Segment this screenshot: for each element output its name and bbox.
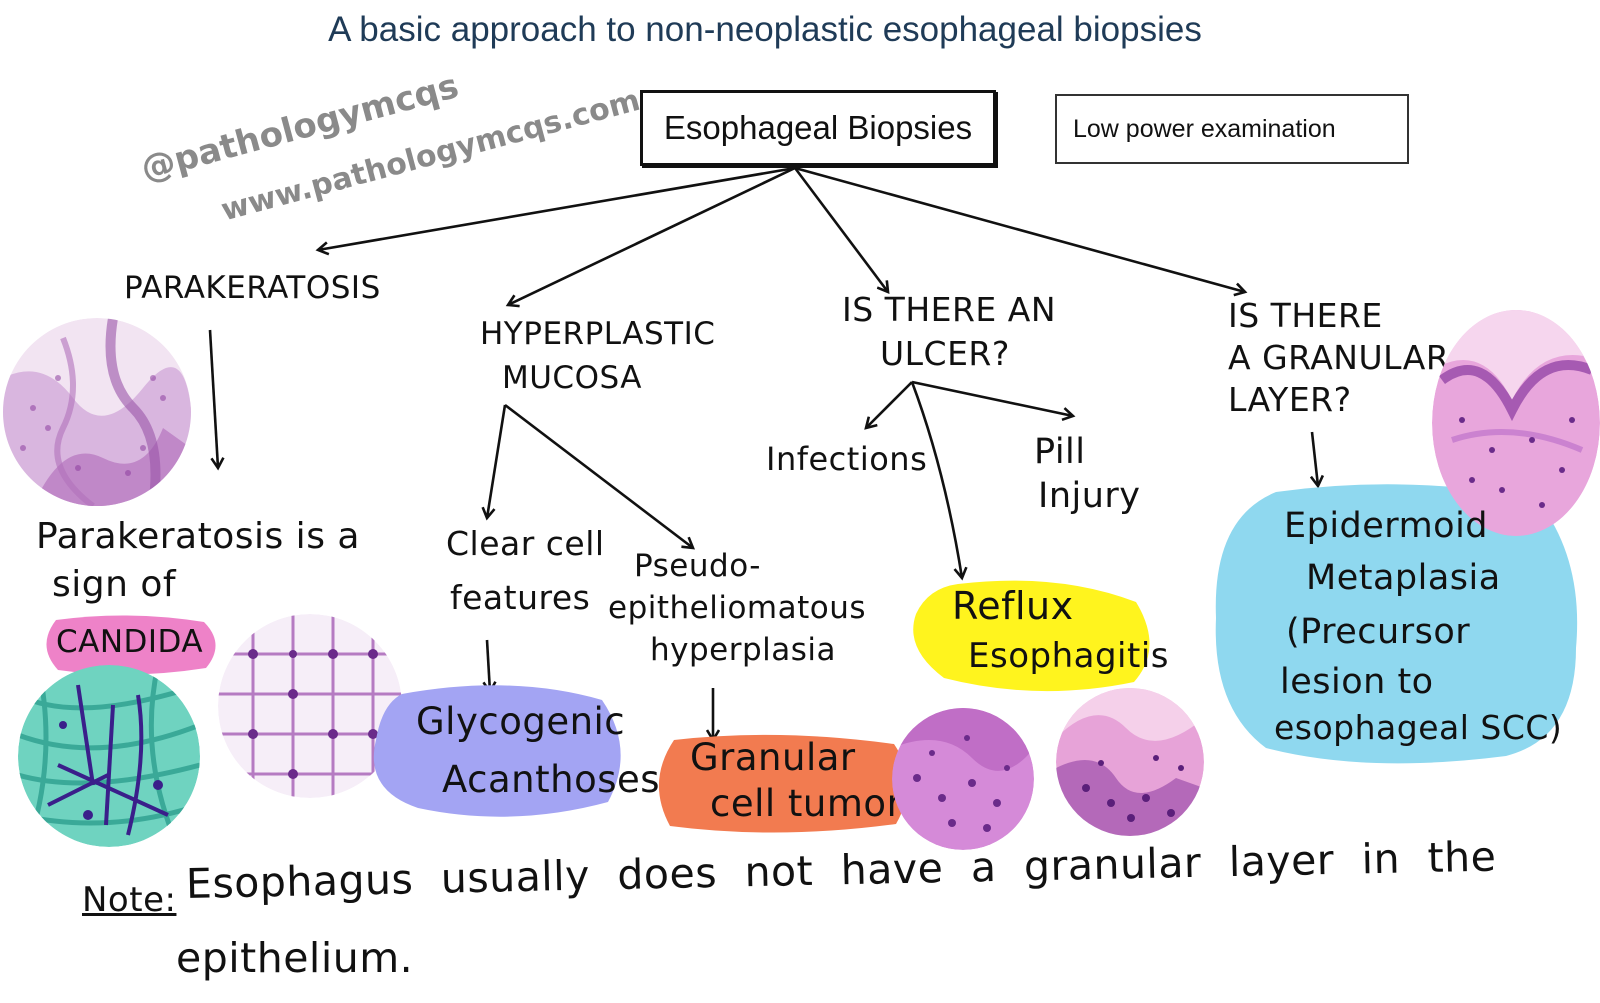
note-text-line2: epithelium. (176, 934, 414, 982)
diagram-title: A basic approach to non-neoplastic esoph… (328, 10, 1202, 49)
epidermoid-line4: lesion to (1280, 662, 1434, 702)
infections-label: Infections (766, 440, 928, 478)
pill-injury-line1: Pill (1034, 432, 1086, 472)
arrow-root-to-ulcer (793, 167, 888, 292)
reflux-esophagitis-blob (913, 580, 1150, 692)
glycogenic-blob (373, 685, 621, 817)
pseudo-line1: Pseudo- (634, 548, 761, 584)
granular-layer-label-line1: IS THERE (1228, 296, 1383, 335)
pseudo-line2: epitheliomatous (608, 590, 867, 626)
arrow-hyperplastic-to-pseudo (504, 403, 693, 548)
pseudo-line3: hyperplasia (650, 632, 837, 668)
arrow-root-to-parakeratosis (318, 166, 796, 250)
clear-cell-line2: features (450, 578, 591, 617)
granular-cell-histology-image (892, 708, 1034, 850)
arrow-root-to-granular-layer (794, 166, 1245, 292)
epidermoid-line2: Metaplasia (1306, 558, 1501, 598)
epidermoid-line5: esophageal SCC) (1274, 708, 1563, 747)
reflux-histology-image (1056, 688, 1204, 836)
granular-layer-histology-drawing (1432, 310, 1600, 536)
epidermoid-metaplasia-blob (1215, 484, 1578, 764)
parakeratosis-histology-image (3, 318, 191, 506)
root-node-label: Esophageal Biopsies (663, 109, 973, 146)
candida-label: CANDIDA (56, 624, 204, 660)
ulcer-label-line1: IS THERE AN (842, 290, 1057, 329)
epidermoid-line1: Epidermoid (1284, 506, 1489, 546)
parakeratosis-label: PARAKERATOSIS (124, 270, 381, 306)
arrow-clear-to-glyco (487, 639, 490, 692)
candida-histology-drawing (18, 665, 200, 847)
arrow-root-to-hyperplastic (508, 166, 796, 305)
hyperplastic-label-line2: MUCOSA (502, 360, 642, 396)
glycogenic-line2: Acanthoses (442, 758, 661, 801)
granular-cell-tumor-line1: Granular (690, 736, 856, 779)
arrow-hyperplastic-to-clear (487, 404, 507, 518)
candida-blob (46, 615, 216, 675)
parakeratosis-histology-drawing (3, 318, 191, 506)
low-power-label: Low power examination (1073, 114, 1336, 143)
hyperplastic-label-line1: HYPERPLASTIC (480, 316, 716, 352)
arrow-parakeratosis-down (208, 329, 218, 468)
root-node-box: Esophageal Biopsies (640, 90, 996, 166)
parakeratosis-sign-line2: sign of (52, 564, 177, 605)
arrow-ulcer-to-reflux (910, 381, 962, 578)
low-power-box: Low power examination (1055, 94, 1409, 164)
ulcer-label-line2: ULCER? (880, 334, 1010, 373)
arrow-ulcer-to-pill (911, 380, 1073, 416)
clear-cell-histology-image (218, 614, 402, 798)
pill-injury-line2: Injury (1038, 476, 1141, 516)
reflux-line2: Esophagitis (968, 636, 1169, 676)
candida-histology-image (18, 665, 200, 847)
reflux-line1: Reflux (952, 584, 1074, 628)
note-prefix: Note: (82, 880, 177, 920)
reflux-histology-drawing (1056, 688, 1204, 836)
granular-layer-label-line3: LAYER? (1228, 380, 1352, 419)
parakeratosis-sign-line1: Parakeratosis is a (36, 516, 360, 557)
arrow-ulcer-to-infections (866, 381, 913, 428)
epidermoid-line3: (Precursor (1286, 612, 1471, 652)
granular-cell-histology-drawing (892, 708, 1034, 850)
granular-cell-tumor-line2: cell tumor (710, 782, 903, 825)
granular-layer-label-line2: A GRANULAR (1228, 338, 1450, 377)
arrow-granular-down (1312, 431, 1318, 486)
glycogenic-line1: Glycogenic (416, 700, 626, 743)
granular-cell-tumor-blob (658, 734, 908, 833)
clear-cell-line1: Clear cell (446, 524, 605, 563)
clear-cell-histology-drawing (218, 614, 402, 798)
granular-layer-histology-image (1432, 310, 1600, 536)
